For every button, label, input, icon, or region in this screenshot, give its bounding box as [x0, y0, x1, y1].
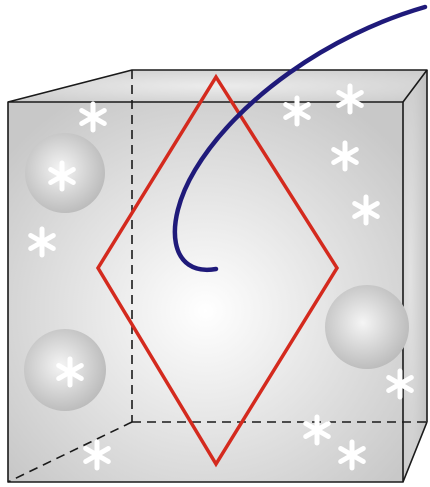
cube-hidden-edges	[7, 70, 427, 483]
rhombus-outline-icon	[95, 73, 340, 468]
cube-visible-edges	[7, 69, 428, 483]
cube-right-face	[403, 70, 427, 482]
spiral-line-icon	[172, 4, 428, 273]
sphere-right	[325, 285, 409, 369]
cube-top-face	[8, 70, 427, 102]
transparent-cube-icon	[7, 69, 428, 483]
